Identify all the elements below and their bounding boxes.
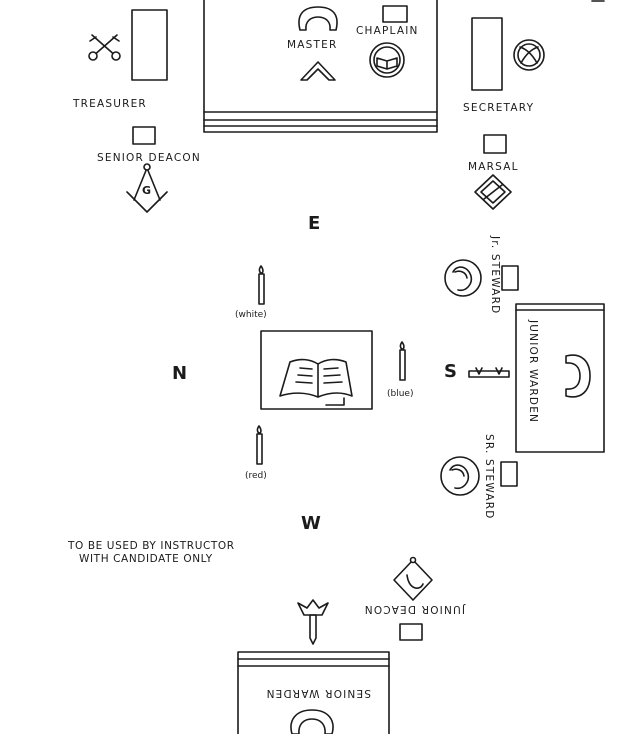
south-letter: S bbox=[444, 361, 457, 382]
chaplain-label: CHAPLAIN bbox=[356, 25, 419, 37]
junior-warden-platform bbox=[515, 303, 605, 453]
senior-warden-label: SENIOR WARDEN bbox=[265, 687, 371, 699]
blue-candle-icon bbox=[399, 341, 406, 381]
red-candle-label: (red) bbox=[245, 471, 267, 481]
open-bible-icon bbox=[279, 358, 353, 406]
red-candle-icon bbox=[256, 425, 263, 465]
junior-deacon-label: JUNIOR DEACON bbox=[364, 603, 466, 615]
square-and-compasses-icon: G bbox=[126, 163, 168, 213]
junior-warden-label: JUNIOR WARDEN bbox=[527, 319, 539, 423]
sun-moon-icon bbox=[393, 556, 433, 601]
senior-steward-label: SR. STEWARD bbox=[483, 434, 495, 520]
master-label: MASTER bbox=[287, 39, 337, 51]
white-candle-icon bbox=[258, 265, 265, 305]
marshal-label: MARSAL bbox=[468, 161, 519, 173]
altar bbox=[260, 330, 373, 410]
junior-steward-label: Jr. STEWARD bbox=[489, 235, 501, 314]
note-line-1: TO BE USED BY INSTRUCTOR bbox=[67, 540, 235, 552]
junior-steward-chair bbox=[501, 265, 519, 291]
crossed-quills-icon bbox=[513, 39, 545, 71]
square-icon bbox=[300, 61, 336, 81]
senior-deacon-label: SENIOR DEACON bbox=[97, 152, 201, 164]
secretary-label: SECRETARY bbox=[463, 102, 534, 114]
senior-warden-hat-icon bbox=[290, 709, 334, 735]
blue-candle-label: (blue) bbox=[387, 389, 413, 399]
senior-steward-chair bbox=[500, 461, 518, 487]
svg-text:G: G bbox=[142, 184, 151, 197]
cornucopia-icon bbox=[444, 259, 482, 297]
chaplain-bible-icon bbox=[369, 42, 405, 78]
baton-icon bbox=[474, 174, 512, 210]
master-hat-icon bbox=[298, 6, 338, 31]
senior-warden-platform bbox=[237, 651, 390, 735]
level-icon bbox=[468, 367, 510, 378]
note-line-2: WITH CANDIDATE ONLY bbox=[79, 553, 213, 565]
crossed-keys-icon bbox=[88, 34, 121, 61]
senior-steward-cornucopia-icon bbox=[440, 456, 480, 496]
secretary-desk bbox=[471, 17, 503, 91]
treasurer-desk bbox=[131, 9, 168, 81]
junior-deacon-chair bbox=[399, 623, 423, 641]
north-letter: N bbox=[172, 363, 187, 384]
master-platform bbox=[203, 0, 438, 133]
east-letter: E bbox=[308, 213, 320, 234]
white-candle-label: (white) bbox=[235, 310, 267, 320]
west-letter: W bbox=[301, 513, 321, 534]
plumb-icon bbox=[297, 599, 329, 645]
junior-warden-hat-icon bbox=[565, 354, 591, 398]
senior-deacon-chair bbox=[132, 126, 156, 145]
chaplain-chair bbox=[382, 5, 408, 23]
marshal-chair bbox=[483, 134, 507, 154]
treasurer-label: TREASURER bbox=[72, 98, 147, 110]
